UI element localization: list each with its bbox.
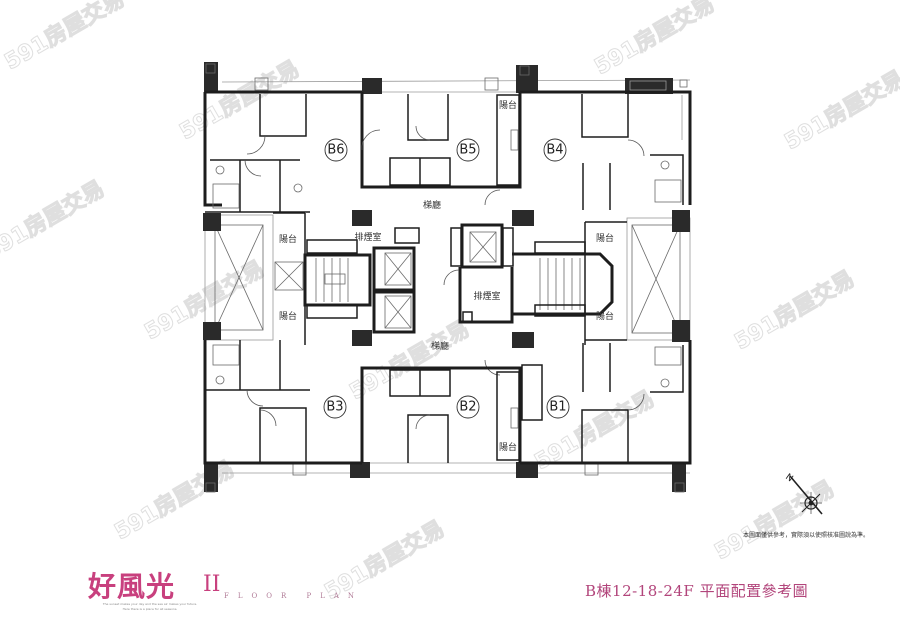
unit-b6: B6 bbox=[324, 138, 348, 162]
bottom-wing bbox=[203, 340, 692, 493]
balcony-b2-label: 陽台 bbox=[499, 441, 517, 453]
svg-text:591房屋交易: 591房屋交易 bbox=[345, 316, 474, 405]
svg-text:591房屋交易: 591房屋交易 bbox=[710, 476, 839, 565]
svg-text:B6: B6 bbox=[327, 143, 344, 158]
brand-logo: 好風光 bbox=[88, 570, 176, 603]
unit-b2: B2 bbox=[456, 395, 480, 419]
watermarks: 591房屋交易 591房屋交易 591房屋交易 591房屋交易 591房屋交易 … bbox=[0, 0, 900, 606]
north-label: N bbox=[783, 472, 794, 484]
smoke-room-left-label: 排煙室 bbox=[354, 231, 381, 243]
brand-tagline: The sunset makes your day and the sea ai… bbox=[90, 602, 210, 612]
brand-logo-suffix: II bbox=[203, 572, 221, 597]
svg-text:B2: B2 bbox=[459, 400, 476, 415]
svg-text:591房屋交易: 591房屋交易 bbox=[110, 456, 239, 545]
svg-text:B5: B5 bbox=[459, 143, 476, 158]
floor-plan-subtitle: FLOOR PLAN bbox=[224, 592, 364, 600]
svg-text:B4: B4 bbox=[546, 143, 563, 158]
unit-b3: B3 bbox=[323, 395, 347, 419]
svg-text:591房屋交易: 591房屋交易 bbox=[730, 266, 859, 355]
svg-text:B3: B3 bbox=[326, 400, 343, 415]
plan-caption: B棟12-18-24F 平面配置參考圖 bbox=[585, 582, 809, 600]
disclaimer-note: 本圖面僅供參考，實際須以使照核准圖說為準。 bbox=[743, 532, 870, 539]
svg-text:591房屋交易: 591房屋交易 bbox=[780, 66, 900, 155]
unit-b4: B4 bbox=[543, 138, 567, 162]
lobby-top-label: 梯廳 bbox=[423, 199, 441, 211]
unit-b5: B5 bbox=[456, 138, 480, 162]
balcony-left-top-label: 陽台 bbox=[279, 233, 297, 245]
svg-text:B1: B1 bbox=[549, 400, 566, 415]
svg-text:591房屋交易: 591房屋交易 bbox=[175, 56, 304, 145]
top-wing bbox=[203, 62, 692, 213]
svg-text:591房屋交易: 591房屋交易 bbox=[0, 176, 109, 265]
svg-text:591房屋交易: 591房屋交易 bbox=[0, 0, 129, 75]
balcony-right-bottom-label: 陽台 bbox=[596, 310, 614, 322]
compass-rose: N bbox=[783, 472, 823, 515]
lobby-bottom-label: 梯廳 bbox=[431, 340, 449, 352]
balcony-left-bottom-label: 陽台 bbox=[279, 310, 297, 322]
balcony-right-top-label: 陽台 bbox=[596, 232, 614, 244]
tagline-line-1: The sunset makes your day and the sea ai… bbox=[102, 602, 198, 606]
core bbox=[203, 189, 691, 376]
unit-b1: B1 bbox=[546, 395, 570, 419]
svg-text:591房屋交易: 591房屋交易 bbox=[590, 0, 719, 80]
room-labels: 梯廳 梯廳 排煙室 排煙室 陽台 陽台 陽台 陽台 陽台 陽台 bbox=[279, 99, 614, 453]
balcony-b5-label: 陽台 bbox=[499, 99, 517, 111]
tagline-line-2: Here there is a place for all seasons. bbox=[122, 607, 178, 611]
unit-labels: B6 B5 B4 B3 B2 B1 bbox=[323, 138, 570, 419]
smoke-room-center-label: 排煙室 bbox=[473, 290, 500, 302]
